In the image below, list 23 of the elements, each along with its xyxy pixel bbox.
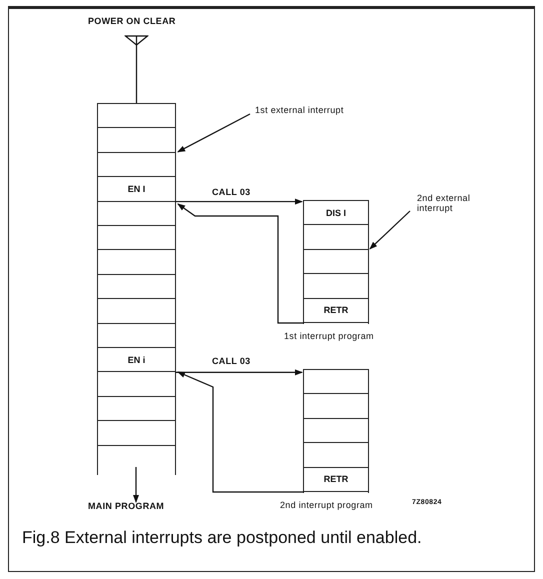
edge-label: CALL 03 bbox=[212, 187, 250, 197]
block-caption: 2nd interrupt program bbox=[280, 500, 373, 510]
arrow bbox=[133, 467, 139, 503]
memory-cell: RETR bbox=[304, 298, 368, 323]
arrow bbox=[177, 371, 304, 493]
figure-caption: Fig.8 External interrupts are postponed until enabled. bbox=[22, 528, 422, 548]
callout-text: MAIN PROGRAM bbox=[88, 501, 164, 511]
arrow bbox=[175, 369, 303, 376]
signal-label: POWER ON CLEAR bbox=[88, 16, 176, 26]
edge-label: CALL 03 bbox=[212, 356, 250, 366]
memory-cell: DIS I bbox=[304, 201, 368, 226]
memory-cell: EN I bbox=[98, 177, 175, 202]
leader-line bbox=[369, 210, 410, 250]
arrow bbox=[175, 198, 303, 205]
callout-text: 1st external interrupt bbox=[255, 105, 344, 115]
arrow bbox=[124, 35, 148, 103]
callout-text: 2nd external interrupt bbox=[417, 193, 487, 213]
memory-cell: EN i bbox=[98, 348, 175, 372]
memory-column bbox=[97, 103, 176, 475]
block-caption: 1st interrupt program bbox=[284, 331, 374, 341]
arrow bbox=[177, 203, 304, 324]
memory-cell: RETR bbox=[304, 468, 368, 492]
leader-line bbox=[177, 113, 250, 152]
